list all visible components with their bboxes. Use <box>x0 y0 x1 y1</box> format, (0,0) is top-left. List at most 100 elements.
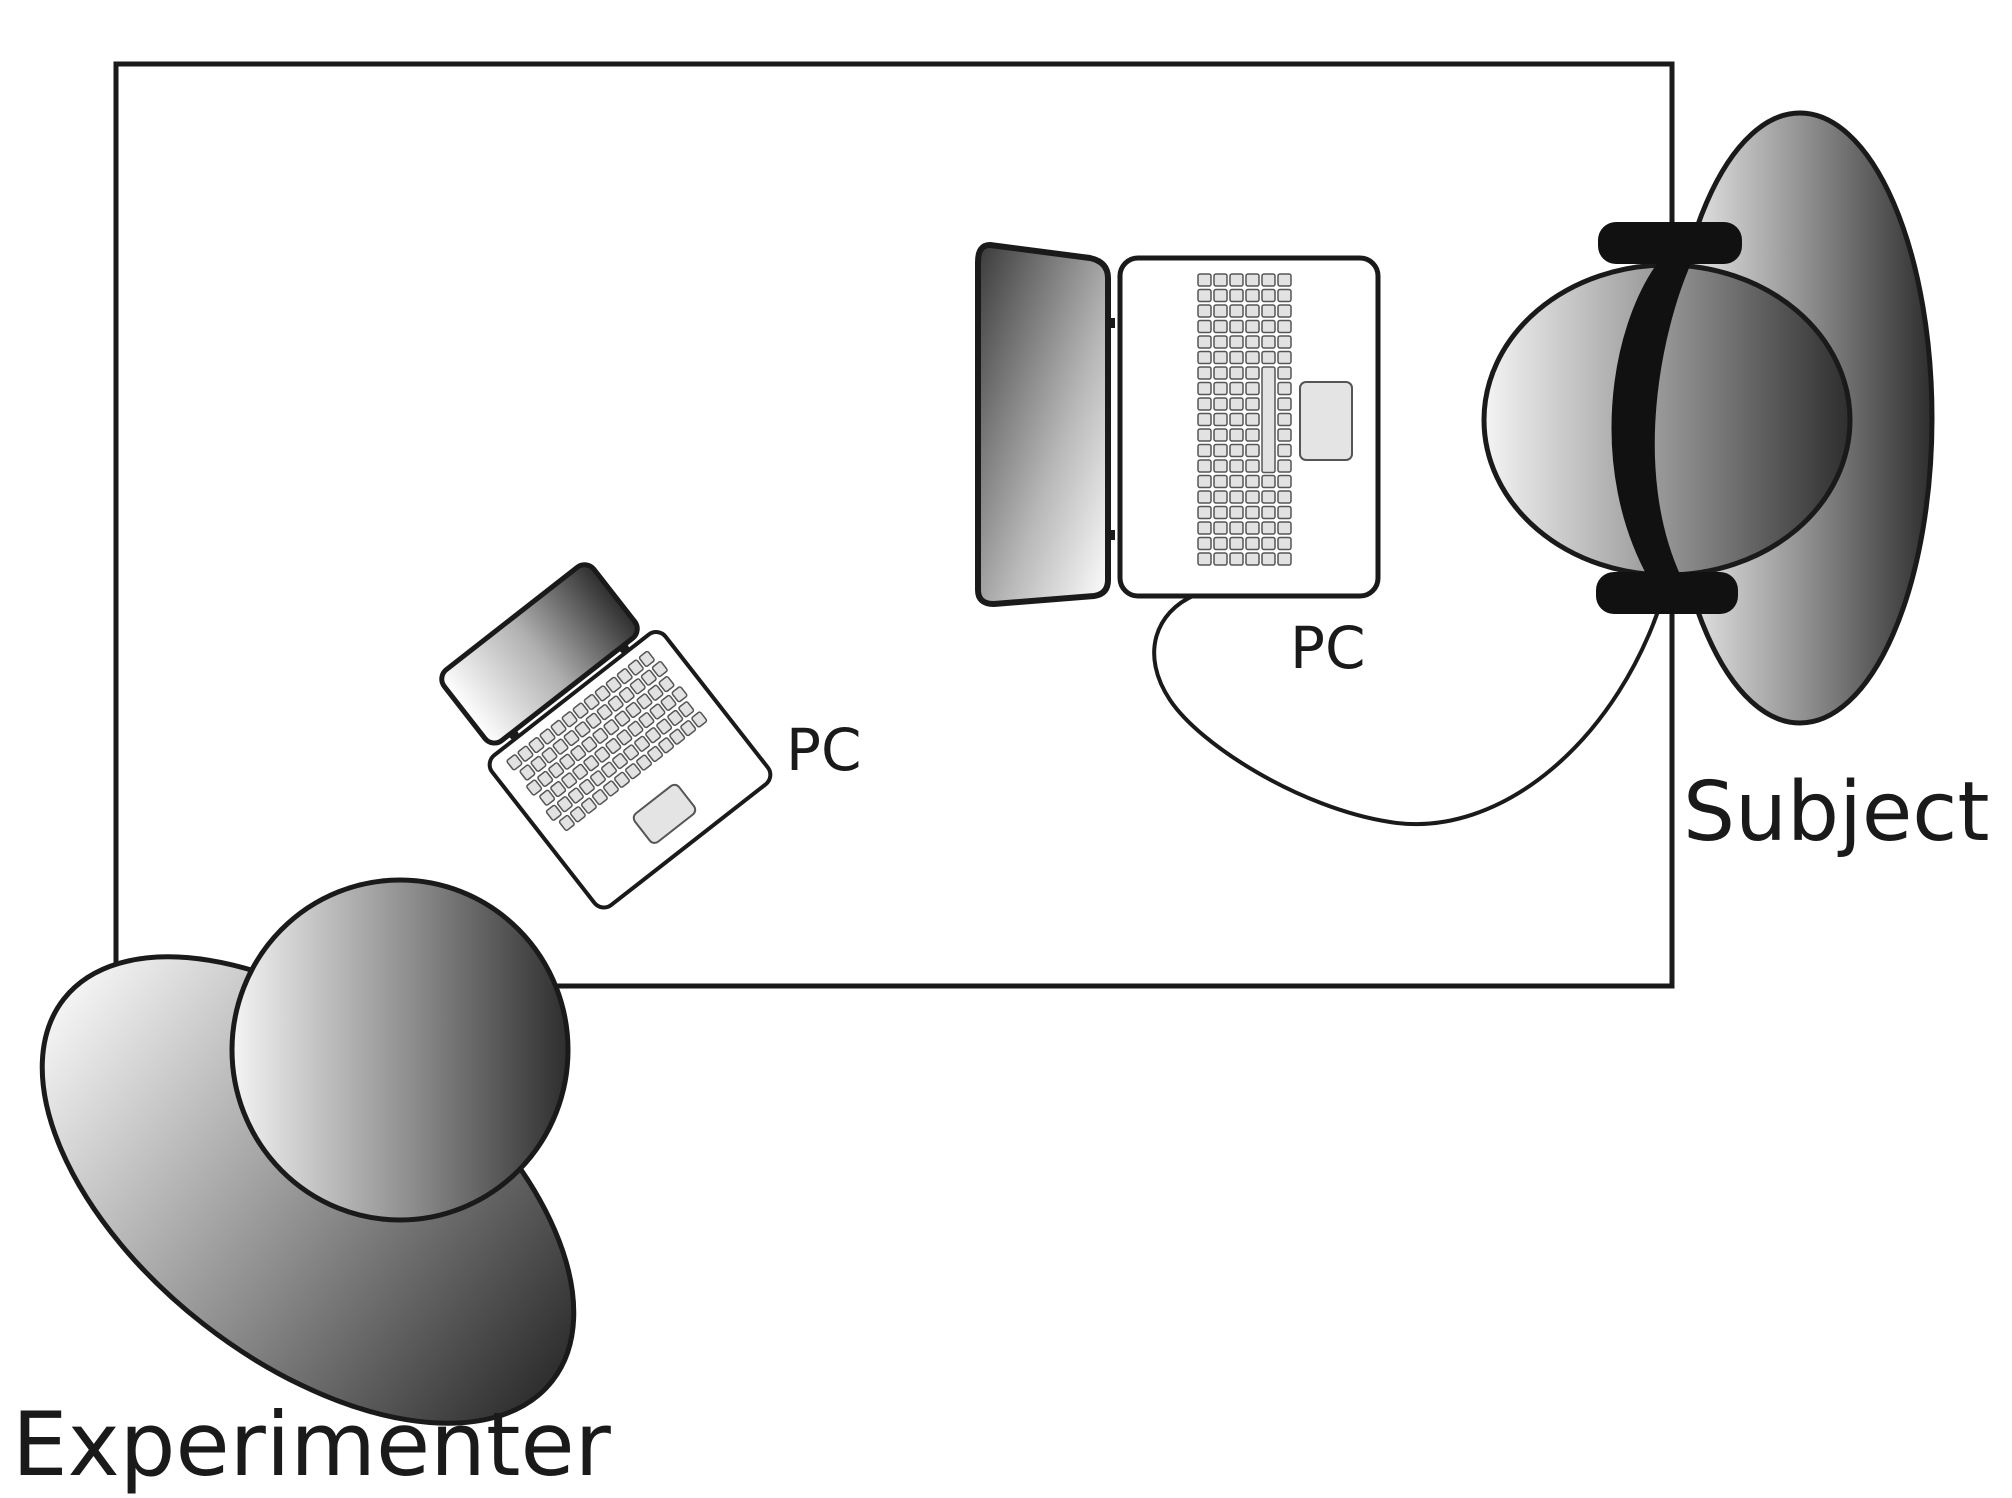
keyboard-key <box>1277 350 1292 365</box>
keyboard-key <box>660 694 677 711</box>
keyboard-key <box>1229 536 1244 551</box>
keyboard-key <box>1277 304 1292 318</box>
keyboard-key <box>1277 319 1292 334</box>
keyboard-key <box>1197 443 1212 458</box>
pc-label-left: PC <box>786 716 861 784</box>
keyboard-key <box>1245 474 1260 489</box>
keyboard-key <box>1213 459 1228 473</box>
pc-label-center: PC <box>1290 614 1365 682</box>
keyboard-key <box>658 676 675 693</box>
keyboard-key <box>1197 552 1212 566</box>
keyboard-key <box>614 710 631 727</box>
keyboard-key <box>1261 304 1276 318</box>
keyboard-key <box>1197 304 1212 318</box>
keyboard-key <box>1245 459 1260 473</box>
keyboard-key <box>616 668 633 685</box>
keyboard-key <box>1213 443 1228 458</box>
keyboard-key <box>517 745 534 762</box>
keyboard-key <box>559 753 576 770</box>
keyboard-key <box>578 778 595 795</box>
keyboard-key <box>574 721 591 738</box>
keyboard-key <box>1213 288 1228 303</box>
keyboard-key <box>680 720 697 737</box>
keyboard-key <box>537 770 554 787</box>
keyboard-key <box>1277 381 1292 396</box>
keyboard-key <box>1197 273 1212 287</box>
keyboard-key <box>1229 505 1244 520</box>
keyboard-key <box>1277 536 1292 551</box>
keyboard-key <box>1229 474 1244 489</box>
keyboard-key <box>545 804 562 821</box>
keyboard-key <box>1261 521 1276 535</box>
keyboard-key <box>1197 381 1212 396</box>
keyboard-key <box>627 659 644 676</box>
keyboard-key <box>618 686 635 703</box>
keyboard-key <box>1197 474 1212 489</box>
keyboard-key <box>506 754 523 771</box>
keyboard-key <box>1277 288 1292 303</box>
keyboard-key <box>1213 366 1228 380</box>
keyboard-key <box>1245 350 1260 365</box>
keyboard-key <box>1277 490 1292 504</box>
keyboard-key <box>638 712 655 729</box>
keyboard-key <box>1277 505 1292 520</box>
keyboard-key <box>1245 490 1260 504</box>
keyboard-key <box>539 728 556 745</box>
keyboard-key <box>556 796 573 813</box>
keyboard-key <box>1245 304 1260 318</box>
keyboard-key <box>583 693 600 711</box>
keyboard-key <box>1261 319 1276 334</box>
keyboard-key <box>1213 490 1228 504</box>
headset-earcup-bottom <box>1596 572 1738 614</box>
keyboard-key <box>563 729 580 747</box>
keyboard-key <box>1277 459 1292 473</box>
keyboard-key <box>539 789 556 806</box>
keyboard-key <box>1277 397 1292 411</box>
experimenter-head <box>229 877 571 1223</box>
keyboard-key <box>530 755 547 772</box>
keyboard-key <box>1229 273 1244 287</box>
keyboard-key <box>627 720 644 737</box>
keyboard-key <box>1245 505 1260 520</box>
keyboard-key <box>1277 412 1292 427</box>
laptop-left-screen <box>439 562 640 746</box>
keyboard-key <box>1229 288 1244 303</box>
keyboard-key <box>1261 350 1276 365</box>
keyboard-key <box>1213 474 1228 489</box>
keyboard-key <box>649 703 666 720</box>
laptop-center-keyboard <box>1197 273 1292 566</box>
keyboard-key <box>1261 490 1276 504</box>
experimenter-figure <box>39 877 577 1426</box>
keyboard-key <box>1213 521 1228 535</box>
keyboard-key <box>656 718 673 735</box>
keyboard-key <box>636 693 653 710</box>
laptop-center-base <box>1117 255 1381 599</box>
keyboard-key <box>1213 397 1228 411</box>
keyboard-key <box>585 712 602 729</box>
keyboard-key <box>567 787 584 804</box>
keyboard-key <box>1213 273 1228 287</box>
keyboard-key <box>1229 521 1244 535</box>
laptop-left-trackpad <box>632 783 697 844</box>
keyboard-key <box>1213 412 1228 427</box>
keyboard-key <box>1197 288 1212 303</box>
keyboard-key <box>526 779 543 796</box>
keyboard-key <box>667 709 684 727</box>
keyboard-key <box>1229 552 1244 566</box>
keyboard-key <box>1245 397 1260 411</box>
laptop-center-hinge-bottom <box>1105 530 1115 540</box>
keyboard-key <box>1197 319 1212 334</box>
keyboard-key <box>1261 536 1276 551</box>
keyboard-key <box>1229 366 1244 380</box>
keyboard-key <box>1229 397 1244 411</box>
keyboard-key <box>1229 412 1244 427</box>
headset-earcup-top <box>1598 222 1742 264</box>
keyboard-key <box>603 719 620 736</box>
keyboard-key <box>1213 505 1228 520</box>
keyboard-key <box>1245 536 1260 551</box>
keyboard-key <box>1197 397 1212 411</box>
keyboard-key <box>541 747 558 764</box>
keyboard-key <box>1245 335 1260 349</box>
keyboard-key <box>561 711 578 728</box>
table <box>113 61 1675 989</box>
